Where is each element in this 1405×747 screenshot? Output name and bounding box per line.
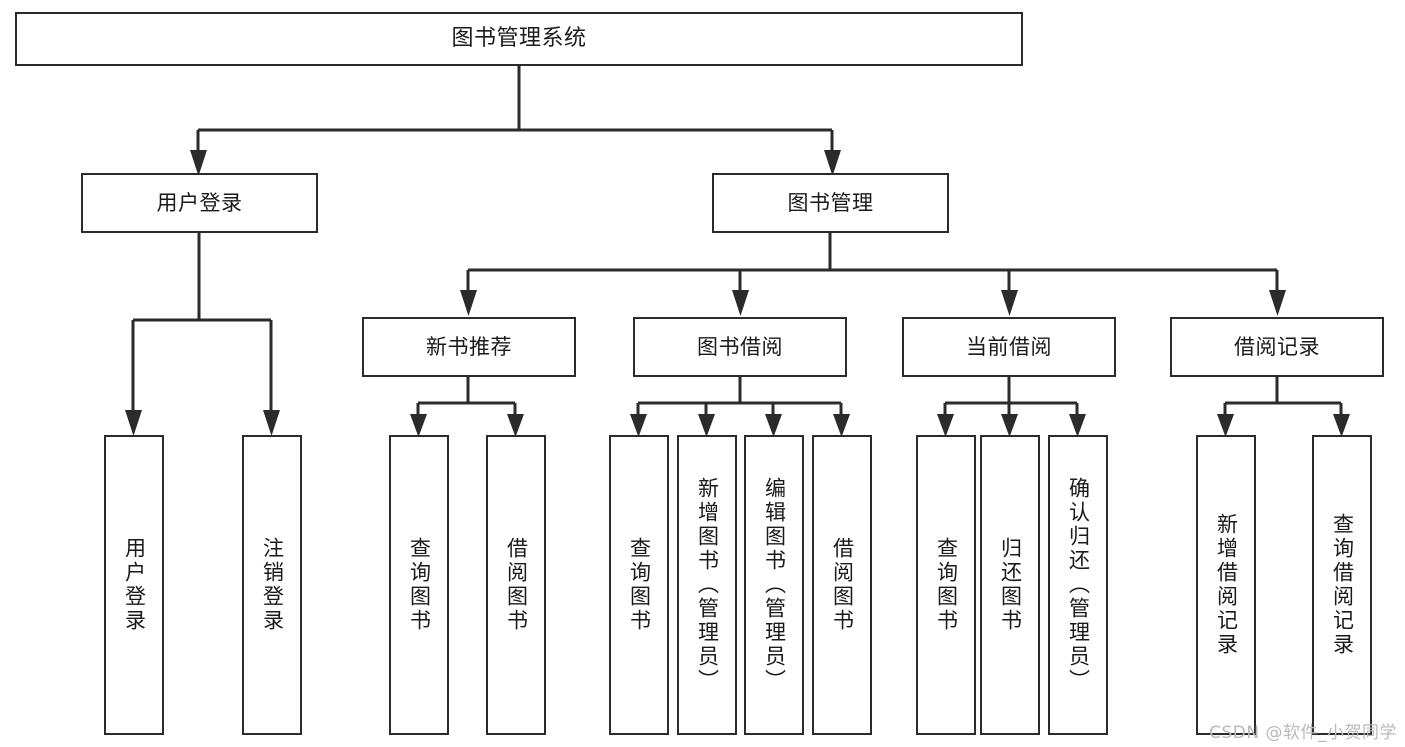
node-label: 图书借阅 (697, 334, 783, 359)
node-root-book-management-system[interactable]: 图书管理系统 (15, 12, 1023, 66)
node-label: 新增图书（管理员） (695, 477, 720, 693)
leaf-add-borrow-record[interactable]: 新增借阅记录 (1196, 435, 1256, 735)
node-label: 新增借阅记录 (1214, 513, 1239, 657)
leaf-user-login[interactable]: 用户登录 (104, 435, 164, 735)
node-label: 查询借阅记录 (1330, 513, 1355, 657)
watermark: CSDN @软件_小贺同学 (1209, 723, 1397, 743)
node-label: 借阅图书 (830, 537, 855, 633)
node-label: 图书管理系统 (451, 26, 587, 52)
node-label: 当前借阅 (966, 334, 1052, 359)
leaf-query-book-borrow[interactable]: 查询图书 (609, 435, 669, 735)
node-label: 注销登录 (260, 537, 285, 633)
node-label: 查询图书 (934, 537, 959, 633)
node-borrow-record[interactable]: 借阅记录 (1170, 317, 1384, 377)
leaf-add-book-admin[interactable]: 新增图书（管理员） (677, 435, 737, 735)
node-label: 查询图书 (627, 537, 652, 633)
node-label: 查询图书 (407, 537, 432, 633)
node-label: 归还图书 (998, 537, 1023, 633)
node-book-borrow[interactable]: 图书借阅 (633, 317, 847, 377)
node-label: 确认归还（管理员） (1066, 477, 1091, 693)
leaf-logout-login[interactable]: 注销登录 (242, 435, 302, 735)
leaf-query-book-recommend[interactable]: 查询图书 (389, 435, 449, 735)
leaf-borrow-book-recommend[interactable]: 借阅图书 (486, 435, 546, 735)
node-label: 图书管理 (787, 190, 874, 215)
leaf-edit-book-admin[interactable]: 编辑图书（管理员） (744, 435, 804, 735)
node-label: 用户登录 (156, 190, 243, 215)
node-label: 借阅记录 (1234, 334, 1320, 359)
node-new-book-recommend[interactable]: 新书推荐 (362, 317, 576, 377)
node-label: 新书推荐 (426, 334, 512, 359)
node-label: 借阅图书 (504, 537, 529, 633)
leaf-query-book-current[interactable]: 查询图书 (916, 435, 976, 735)
node-user-login[interactable]: 用户登录 (81, 173, 318, 233)
node-book-management[interactable]: 图书管理 (712, 173, 949, 233)
node-current-borrow[interactable]: 当前借阅 (902, 317, 1116, 377)
leaf-confirm-return-admin[interactable]: 确认归还（管理员） (1048, 435, 1108, 735)
node-label: 编辑图书（管理员） (762, 477, 787, 693)
leaf-return-book[interactable]: 归还图书 (980, 435, 1040, 735)
leaf-query-borrow-record[interactable]: 查询借阅记录 (1312, 435, 1372, 735)
leaf-borrow-book-borrow[interactable]: 借阅图书 (812, 435, 872, 735)
node-label: 用户登录 (122, 537, 147, 633)
